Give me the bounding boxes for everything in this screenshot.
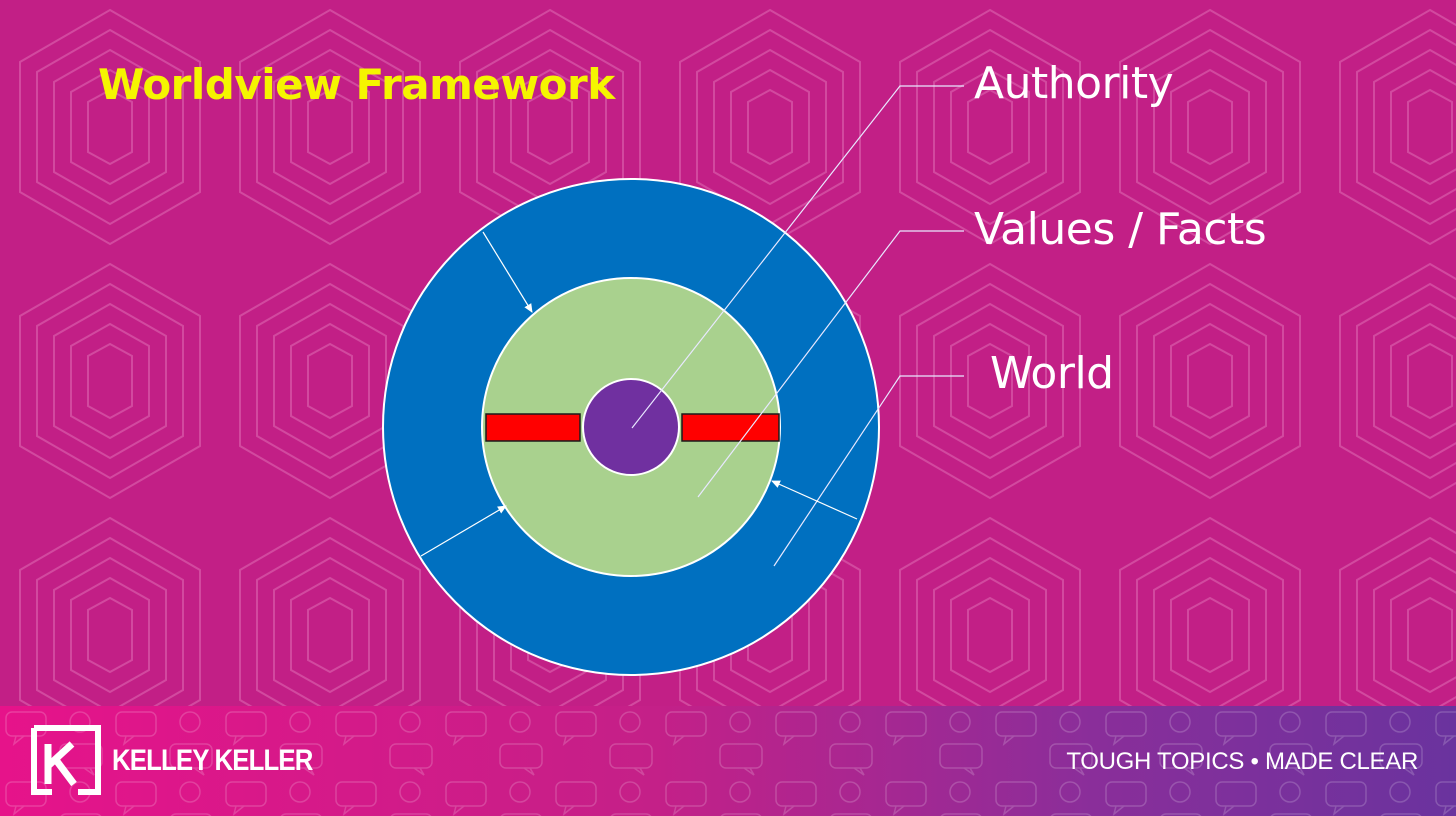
k-logo-icon xyxy=(31,725,101,795)
label-values-facts: Values / Facts xyxy=(974,204,1267,255)
values-leader-line xyxy=(697,230,964,498)
top-left-arrow xyxy=(482,231,533,313)
label-world: World xyxy=(990,348,1114,399)
bottom-left-arrow xyxy=(420,505,507,557)
right-arrow xyxy=(771,480,858,520)
slide-title: Worldview Framework xyxy=(98,60,615,109)
brand-name: KELLEY KELLER xyxy=(112,744,313,777)
left-barrier xyxy=(485,413,581,442)
label-authority: Authority xyxy=(974,58,1174,109)
tagline: TOUGH TOPICS • MADE CLEAR xyxy=(1066,748,1418,775)
worldview-diagram xyxy=(382,85,964,676)
speech-bubble-pattern xyxy=(0,706,1456,816)
world-leader-line xyxy=(773,375,964,567)
center-authority xyxy=(582,378,680,476)
footer-banner: KELLEY KELLER TOUGH TOPICS • MADE CLEAR xyxy=(0,706,1456,816)
right-barrier xyxy=(681,413,780,442)
authority-leader-line xyxy=(631,85,964,429)
